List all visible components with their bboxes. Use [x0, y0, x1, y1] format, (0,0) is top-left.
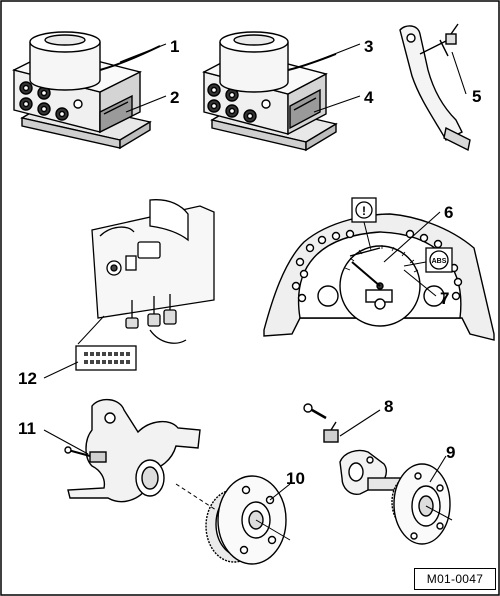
callout-5: 5 [472, 87, 481, 106]
instrument-cluster-icon [263, 213, 495, 341]
abs-hydraulic-unit-icon [12, 31, 161, 150]
figure-reference-code: M01-0047 [414, 568, 496, 590]
diagnostic-connector-icon [75, 315, 137, 371]
callout-6: 6 [444, 203, 453, 222]
callout-9: 9 [446, 443, 455, 462]
callout-2: 2 [170, 88, 179, 107]
callout-12: 12 [18, 369, 37, 388]
abs-warning-lamp-icon: ABS [403, 247, 453, 273]
rear-wheel-hub-icon [303, 403, 453, 545]
callout-7: 7 [440, 289, 449, 308]
leader-lines [43, 43, 467, 501]
callout-8: 8 [384, 397, 393, 416]
svg-text:ABS: ABS [432, 258, 447, 265]
dashboard-area-icon [91, 199, 215, 344]
callout-3: 3 [364, 37, 373, 56]
callout-4: 4 [364, 88, 374, 107]
abs-hydraulic-unit-icon [202, 31, 338, 152]
brake-pedal-switch-icon [399, 23, 471, 152]
svg-text:!: ! [362, 204, 366, 218]
callout-11: 11 [18, 419, 36, 438]
callout-10: 10 [286, 469, 305, 488]
callout-1: 1 [170, 37, 179, 56]
brake-warning-lamp-icon: ! [351, 197, 377, 247]
front-wheel-hub-icon [64, 399, 291, 565]
